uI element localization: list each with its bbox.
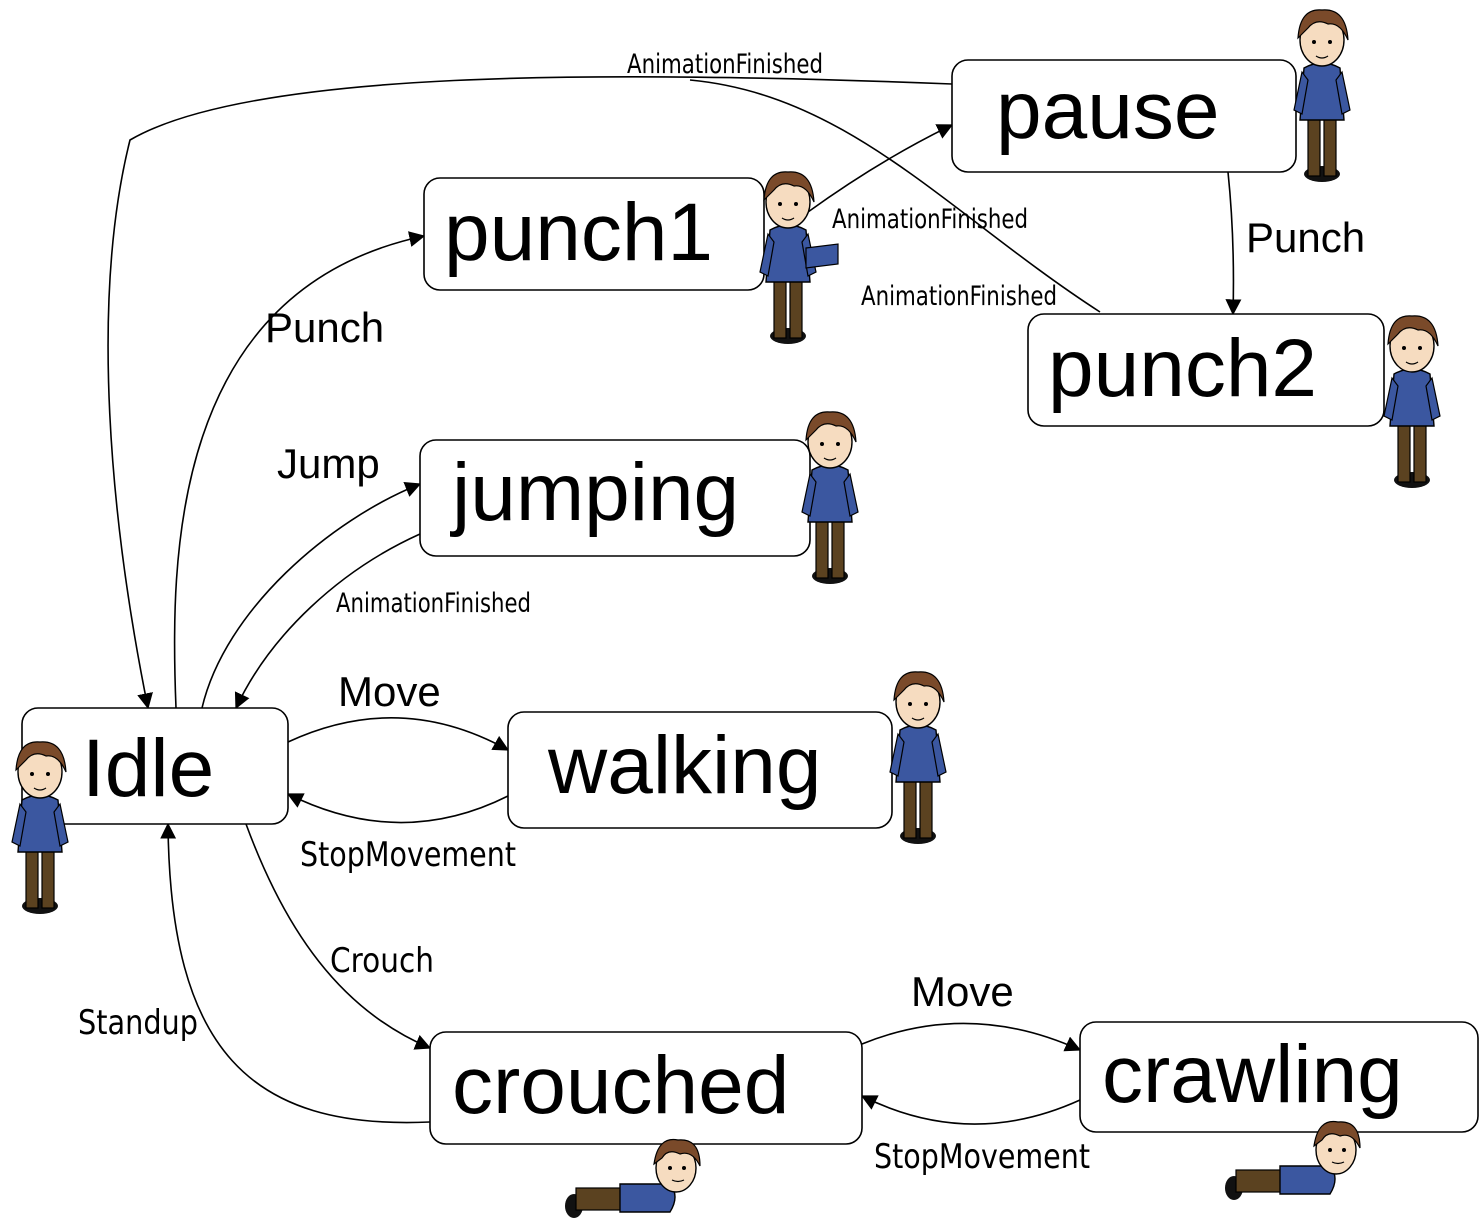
character-standing-icon (11, 741, 69, 915)
label-crouched-idle: Standup (78, 1003, 198, 1043)
state-crouched-box[interactable] (429, 1031, 863, 1145)
character-lying-icon (1224, 1120, 1361, 1201)
label-punch2-idle: AnimationFinished (861, 281, 1057, 312)
label-pause-idle: AnimationFinished (627, 49, 823, 80)
transition-labels: Punch Jump AnimationFinished Move StopMo… (78, 49, 1365, 1177)
edge-jumping-to-idle (234, 533, 421, 710)
character-lying-icon (564, 1138, 701, 1219)
state-pause-label: pause (996, 65, 1219, 156)
edge-idle-to-walking (287, 717, 510, 751)
label-idle-punch1: Punch (265, 304, 384, 351)
state-crouched-label: crouched (452, 1040, 789, 1131)
state-punch2[interactable]: punch2 (1027, 313, 1385, 427)
label-idle-walking: Move (338, 668, 441, 715)
state-crawling-box[interactable] (1079, 1021, 1479, 1133)
edge-pause-to-punch2 (1225, 171, 1242, 316)
state-crawling-label: crawling (1102, 1029, 1403, 1120)
edge-idle-to-jumping (201, 482, 422, 709)
label-walking-idle: StopMovement (300, 835, 516, 875)
state-punch2-box[interactable] (1027, 313, 1385, 427)
edge-punch2-to-idle (689, 79, 1101, 313)
state-punch1-label: punch1 (444, 187, 713, 278)
state-idle[interactable]: Idle (21, 707, 289, 825)
label-idle-crouched: Crouch (330, 941, 434, 981)
edge-pause-to-idle (107, 75, 953, 710)
state-walking[interactable]: walking (507, 711, 893, 829)
state-jumping-label: jumping (450, 447, 739, 538)
edge-idle-to-punch1 (173, 231, 426, 709)
label-crouched-crawling: Move (911, 968, 1014, 1015)
state-punch1-box[interactable] (423, 177, 765, 291)
character-arms-crossed-icon (1383, 315, 1441, 489)
transition-edges (107, 75, 1242, 1125)
state-pause-box[interactable] (951, 59, 1297, 173)
state-crouched[interactable]: crouched (429, 1031, 863, 1145)
label-jumping-idle: AnimationFinished (336, 588, 531, 619)
character-walking-icon (889, 671, 947, 845)
state-punch2-label: punch2 (1048, 323, 1317, 414)
edge-punch1-to-pause (807, 124, 954, 213)
edge-walking-to-idle (286, 793, 509, 824)
state-crawling[interactable]: crawling (1079, 1021, 1479, 1133)
state-punch1[interactable]: punch1 (423, 177, 765, 291)
label-punch1-pause: AnimationFinished (832, 204, 1028, 235)
state-pause[interactable]: pause (951, 59, 1297, 173)
character-arms-crossed-icon (1293, 9, 1351, 183)
edge-idle-to-crouched (245, 823, 432, 1050)
label-crawling-crouched: StopMovement (874, 1137, 1090, 1177)
state-idle-label: Idle (82, 723, 214, 814)
edge-crouched-to-idle (160, 822, 431, 1124)
state-jumping[interactable]: jumping (419, 439, 811, 557)
label-pause-punch2: Punch (1246, 214, 1365, 261)
punch-arm-icon (805, 243, 839, 269)
state-walking-label: walking (547, 720, 821, 811)
character-thinking-icon (801, 411, 859, 585)
edge-crouched-to-crawling (861, 1022, 1082, 1052)
edge-crawling-to-crouched (860, 1095, 1081, 1125)
label-idle-jumping: Jump (277, 440, 380, 487)
